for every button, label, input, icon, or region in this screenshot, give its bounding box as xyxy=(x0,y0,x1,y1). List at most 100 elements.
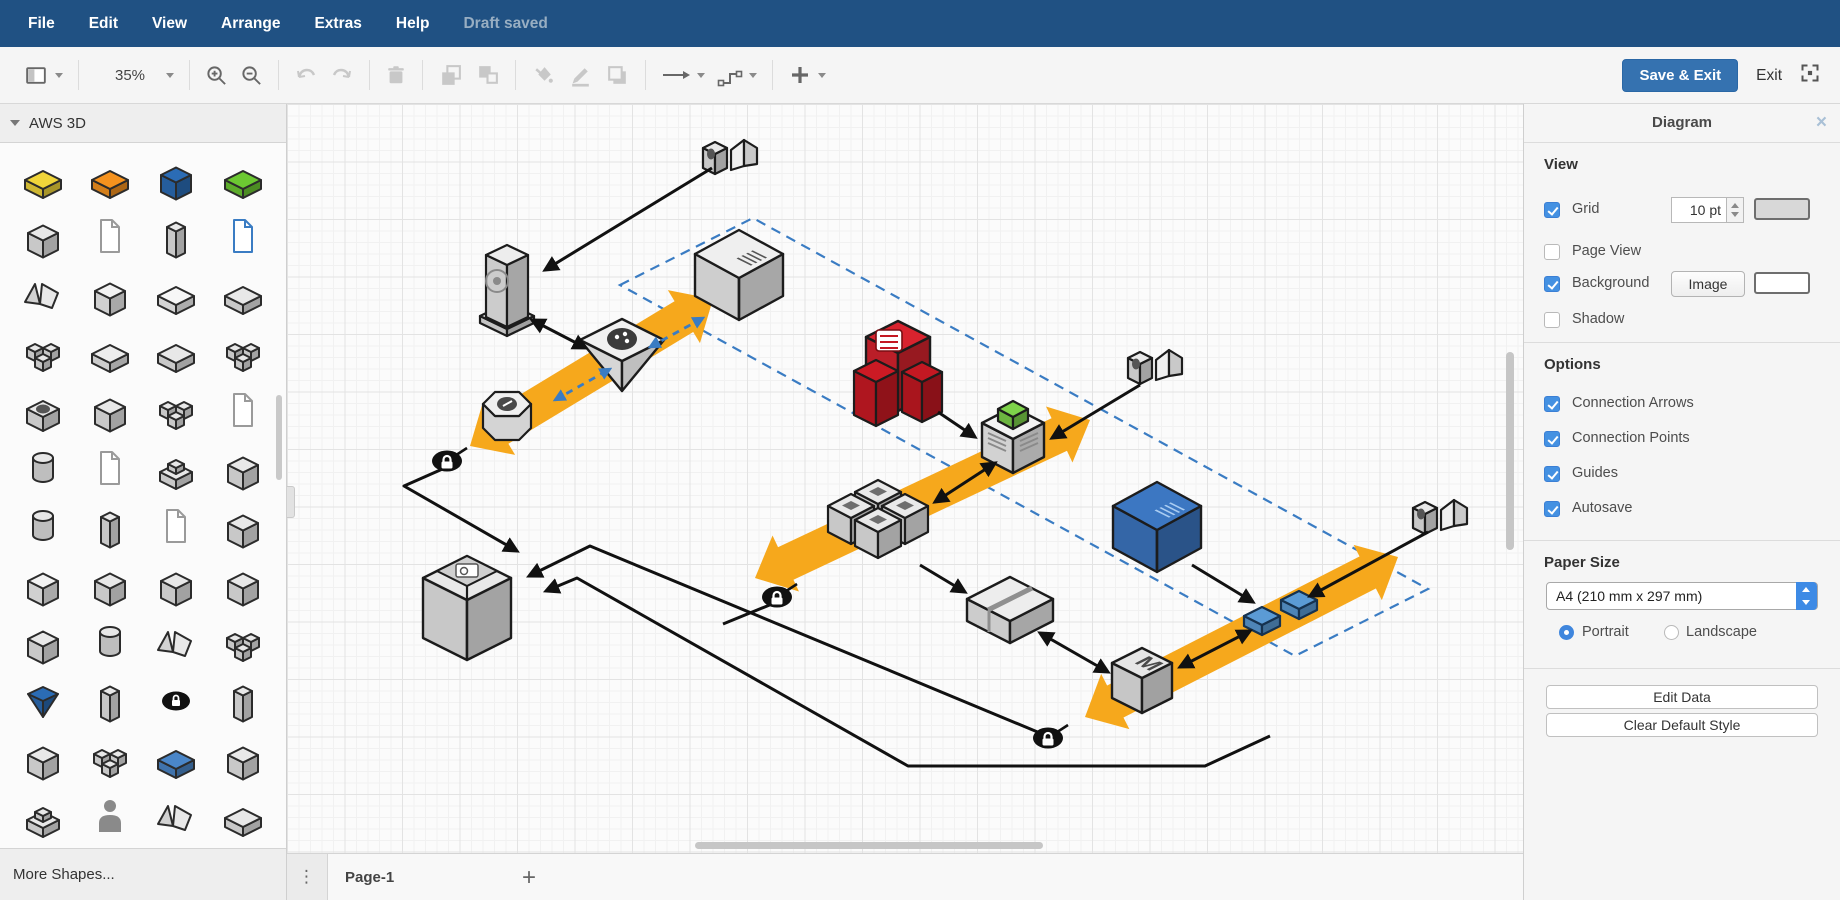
exit-button[interactable]: Exit xyxy=(1756,66,1782,84)
shape-orange-slab[interactable] xyxy=(77,149,144,207)
shape-tri-wedge[interactable] xyxy=(143,613,210,671)
shape-globe-hex[interactable] xyxy=(10,381,77,439)
add-page-button[interactable]: + xyxy=(522,863,537,891)
menu-view[interactable]: View xyxy=(151,14,188,32)
shape-striped-cube[interactable] xyxy=(77,265,144,323)
save-exit-button[interactable]: Save & Exit xyxy=(1622,59,1739,92)
shape-circuit-slab[interactable] xyxy=(143,323,210,381)
waypoint-style-button[interactable] xyxy=(711,59,763,91)
shape-green-slab[interactable] xyxy=(210,149,277,207)
menu-file[interactable]: File xyxy=(28,14,55,32)
shape-lamp-dome[interactable] xyxy=(10,787,77,845)
background-image-button[interactable]: Image xyxy=(1671,271,1745,297)
tab-page-1[interactable]: Page-1 xyxy=(345,868,395,886)
shape-r-cube[interactable] xyxy=(10,613,77,671)
background-checkbox[interactable] xyxy=(1544,276,1560,292)
grid-color-swatch[interactable] xyxy=(1754,198,1810,220)
shape-double-tower[interactable] xyxy=(10,323,77,381)
shape-person[interactable] xyxy=(77,787,144,845)
shape-blue-slab[interactable] xyxy=(143,729,210,787)
shape-tall-tower[interactable] xyxy=(77,497,144,555)
shape-redband-cube[interactable] xyxy=(77,555,144,613)
shape-red-striped-cube[interactable] xyxy=(210,497,277,555)
delete-button[interactable] xyxy=(379,59,413,91)
shape-person-cube[interactable] xyxy=(77,381,144,439)
shape-phone-outline[interactable] xyxy=(143,497,210,555)
shape-envelope-key[interactable] xyxy=(210,381,277,439)
shape-dome[interactable] xyxy=(143,439,210,497)
menu-help[interactable]: Help xyxy=(395,14,430,32)
shape-m-cube[interactable] xyxy=(210,555,277,613)
sidebar-scrollbar[interactable] xyxy=(276,395,282,480)
node-package-box[interactable] xyxy=(965,575,1055,645)
shape-blue-cube[interactable] xyxy=(143,149,210,207)
connection-style-button[interactable] xyxy=(655,60,711,90)
more-shapes-button[interactable]: More Shapes... xyxy=(0,848,286,900)
diagram-canvas[interactable]: M xyxy=(287,104,1523,853)
node-rds-cluster[interactable] xyxy=(852,319,944,428)
shape-small-cube[interactable] xyxy=(210,729,277,787)
shape-big-multi[interactable] xyxy=(77,729,144,787)
menu-extras[interactable]: Extras xyxy=(314,14,362,32)
grid-checkbox[interactable] xyxy=(1544,202,1560,218)
clear-default-style-button[interactable]: Clear Default Style xyxy=(1546,713,1818,737)
line-color-button[interactable] xyxy=(562,59,599,92)
shape-blue-document[interactable] xyxy=(210,207,277,265)
shape-white-stripe-cube[interactable] xyxy=(143,555,210,613)
paper-size-select[interactable]: A4 (210 mm x 297 mm) xyxy=(1546,582,1818,610)
shape-gray-cube[interactable] xyxy=(10,207,77,265)
node-beanstalk-container[interactable] xyxy=(693,228,785,322)
shape-document[interactable] xyxy=(77,439,144,497)
shape-film-cube[interactable] xyxy=(210,439,277,497)
connectors[interactable] xyxy=(402,166,1429,768)
sidebar-section-aws3d[interactable]: AWS 3D xyxy=(0,104,286,143)
zoom-in-button[interactable] xyxy=(199,60,234,91)
lock-icon[interactable] xyxy=(1033,723,1069,749)
to-front-button[interactable] xyxy=(432,59,469,92)
connection-arrows-checkbox[interactable] xyxy=(1544,396,1560,412)
shape-quad-slab[interactable] xyxy=(210,323,277,381)
shape-flare-tower[interactable] xyxy=(77,671,144,729)
undo-button[interactable] xyxy=(288,59,324,91)
shape-flare-tower-2[interactable] xyxy=(210,671,277,729)
shape-lined-cube[interactable] xyxy=(10,729,77,787)
grid-size-stepper[interactable] xyxy=(1727,197,1744,223)
grid-size-input[interactable]: 10 pt xyxy=(1671,197,1727,223)
landscape-radio[interactable] xyxy=(1664,625,1679,640)
node-users-right[interactable] xyxy=(1411,498,1469,536)
autosave-checkbox[interactable] xyxy=(1544,501,1560,517)
shape-cylinder[interactable] xyxy=(10,439,77,497)
menu-arrange[interactable]: Arrange xyxy=(221,14,281,32)
shape-blue-pyramid[interactable] xyxy=(10,671,77,729)
shape-quad-cubes[interactable] xyxy=(143,381,210,439)
node-s3-bucket[interactable] xyxy=(421,554,513,662)
shape-flat-slab[interactable] xyxy=(143,265,210,323)
shape-x-slab[interactable] xyxy=(210,265,277,323)
connection-points-checkbox[interactable] xyxy=(1544,431,1560,447)
node-users-top[interactable] xyxy=(701,138,759,176)
canvas-hscrollbar[interactable] xyxy=(695,842,1043,849)
shape-gear-slab[interactable] xyxy=(210,787,277,845)
node-traditional-server[interactable] xyxy=(478,243,536,338)
canvas-vscrollbar[interactable] xyxy=(1506,352,1514,550)
node-memcached-cube[interactable]: M xyxy=(1110,646,1174,715)
zoom-level-dropdown-button[interactable]: 35% xyxy=(88,63,180,88)
aws-architecture-diagram[interactable]: M xyxy=(287,104,1523,853)
shape-redline-cube[interactable] xyxy=(10,555,77,613)
portrait-radio[interactable] xyxy=(1559,625,1574,640)
shadow-button[interactable] xyxy=(599,59,636,92)
edit-data-button[interactable]: Edit Data xyxy=(1546,685,1818,709)
node-app-building-blue[interactable] xyxy=(1111,480,1203,574)
redo-button[interactable] xyxy=(324,59,360,91)
lock-icon[interactable] xyxy=(432,446,468,472)
shape-cylinder-pair[interactable] xyxy=(10,497,77,555)
shadow-checkbox[interactable] xyxy=(1544,312,1560,328)
shape-yellow-slab[interactable] xyxy=(10,149,77,207)
node-instance-cluster[interactable] xyxy=(826,478,930,560)
shape-grid-multi[interactable] xyxy=(210,613,277,671)
fullscreen-icon[interactable] xyxy=(1800,63,1820,88)
to-back-button[interactable] xyxy=(469,59,506,92)
pages-menu-button[interactable]: ⋮ xyxy=(287,854,328,900)
node-cloudwatch-hex[interactable] xyxy=(481,390,533,442)
shape-wedge-pair[interactable] xyxy=(10,265,77,323)
